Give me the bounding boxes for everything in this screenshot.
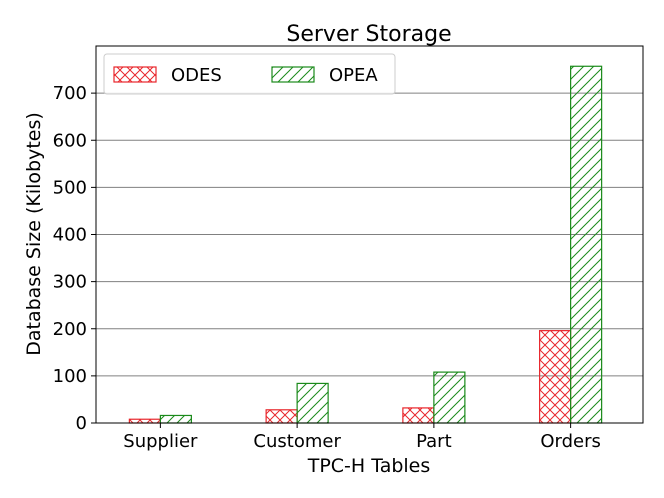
bar-opea-customer (296, 382, 329, 424)
chart-title: Server Storage (286, 22, 451, 47)
y-tick-label: 0 (76, 413, 87, 434)
bar-odes-customer (265, 409, 298, 424)
x-tick-label: Supplier (123, 431, 198, 452)
y-tick-label: 200 (53, 319, 87, 340)
x-tick-label: Part (416, 431, 452, 452)
y-tick-label: 600 (53, 130, 87, 151)
y-tick-label: 700 (53, 83, 87, 104)
legend-swatch-odes (113, 66, 157, 83)
legend-label-odes: ODES (171, 65, 222, 86)
bar-opea-supplier (159, 414, 192, 424)
bars (128, 65, 603, 424)
bar-odes-part (402, 407, 435, 424)
y-tick-label: 400 (53, 225, 87, 246)
x-tick-label: Orders (540, 431, 601, 452)
bar-odes-supplier (128, 418, 161, 424)
y-tick-label: 500 (53, 177, 87, 198)
bar-odes-orders (539, 330, 572, 424)
y-axis-ticks: 0 100 200 300 400 500 600 700 (53, 83, 96, 434)
legend-swatch-opea (271, 66, 315, 83)
gridlines (96, 92, 643, 424)
y-tick-label: 300 (53, 272, 87, 293)
bar-opea-orders (570, 65, 603, 424)
legend: ODES OPEA (103, 53, 396, 95)
legend-box (103, 53, 396, 95)
y-axis-label: Database Size (Kilobytes) (23, 112, 45, 356)
bar-opea-part (433, 371, 466, 424)
x-tick-label: Customer (253, 431, 341, 452)
x-axis-label: TPC-H Tables (307, 455, 431, 477)
x-axis-ticks: Supplier Customer Part Orders (123, 423, 601, 452)
y-tick-label: 100 (53, 366, 87, 387)
legend-label-opea: OPEA (329, 65, 378, 86)
